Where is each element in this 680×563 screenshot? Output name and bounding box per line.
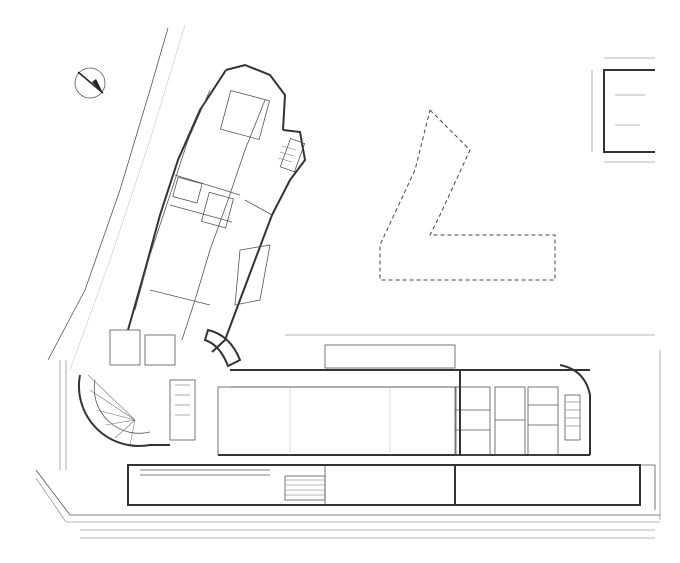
main-block — [127, 344, 656, 510]
north-arrow-icon — [74, 67, 106, 99]
site-boundary — [35, 24, 660, 523]
roof-outline — [379, 109, 556, 281]
spiral-stair — [77, 374, 196, 448]
dimension-lines — [59, 334, 661, 539]
detail-box — [591, 57, 655, 163]
left-wing — [109, 63, 307, 368]
stair — [277, 137, 306, 173]
